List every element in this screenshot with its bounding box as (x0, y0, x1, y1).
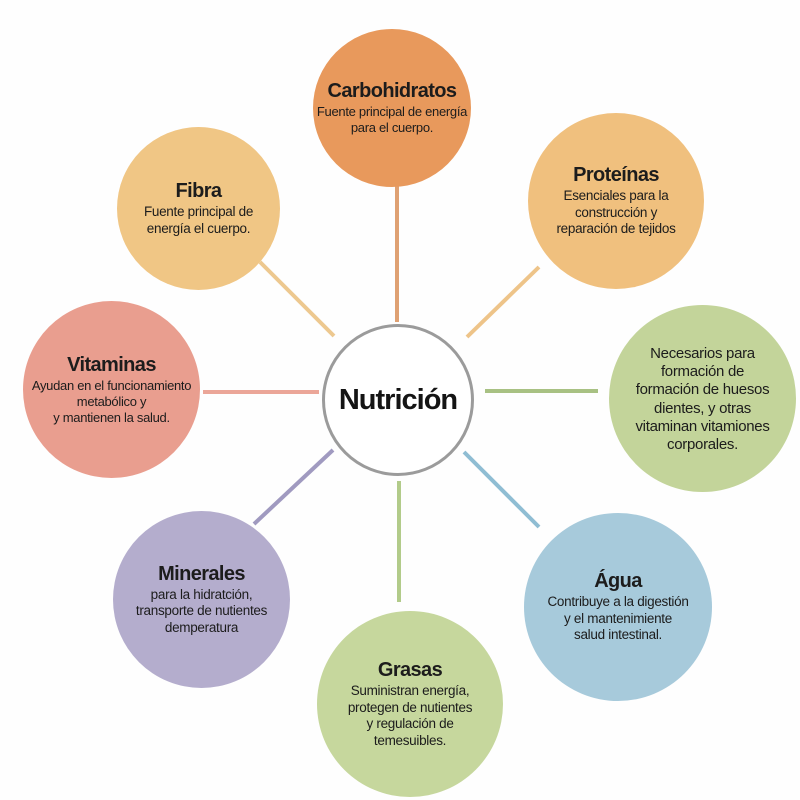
node-agua: Água Contribuye a la digestión y el mant… (524, 513, 712, 701)
node-fibra-title: Fibra (175, 179, 223, 202)
node-formacion: Necesarios para formación de formación d… (609, 305, 796, 492)
node-carbohidratos-title: Carbohidratos (327, 79, 457, 102)
node-fibra-description: Fuente principal de energía el cuerpo. (143, 204, 254, 236)
node-minerales-title: Minerales (158, 562, 245, 585)
node-grasas-title: Grasas (377, 658, 443, 681)
connector-minerales (252, 448, 335, 526)
node-vitaminas: Vitaminas Ayudan en el funcionamiento me… (23, 301, 200, 478)
connector-proteinas (465, 265, 541, 339)
center-node: Nutrición (322, 324, 474, 476)
node-minerales-description: para la hidratción, transporte de nutien… (135, 586, 268, 635)
connector-agua (462, 450, 541, 529)
node-proteinas-title: Proteínas (573, 164, 659, 187)
node-agua-description: Contribuye a la digestión y el mantenimi… (547, 594, 689, 643)
node-minerales: Minerales para la hidratción, transporte… (113, 511, 290, 688)
node-vitaminas-description: Ayudan en el funcionamiento metabólico y… (31, 377, 192, 425)
node-grasas-description: Suministran energía, protegen de nutient… (347, 683, 473, 748)
node-vitaminas-title: Vitaminas (67, 353, 156, 376)
connector-fibra (258, 260, 336, 338)
node-fibra: Fibra Fuente principal de energía el cue… (117, 127, 280, 290)
node-formacion-description: Necesarios para formación de formación d… (635, 344, 770, 454)
node-proteinas-description: Esenciales para la construcción y repara… (556, 188, 676, 237)
node-agua-title: Água (594, 570, 642, 593)
node-proteinas: Proteínas Esenciales para la construcció… (528, 113, 704, 289)
node-carbohidratos: Carbohidratos Fuente principal de energí… (313, 29, 471, 187)
node-grasas: Grasas Suministran energía, protegen de … (317, 611, 503, 797)
center-node-label: Nutrición (338, 383, 458, 416)
node-carbohidratos-description: Fuente principal de energía para el cuer… (316, 104, 468, 136)
